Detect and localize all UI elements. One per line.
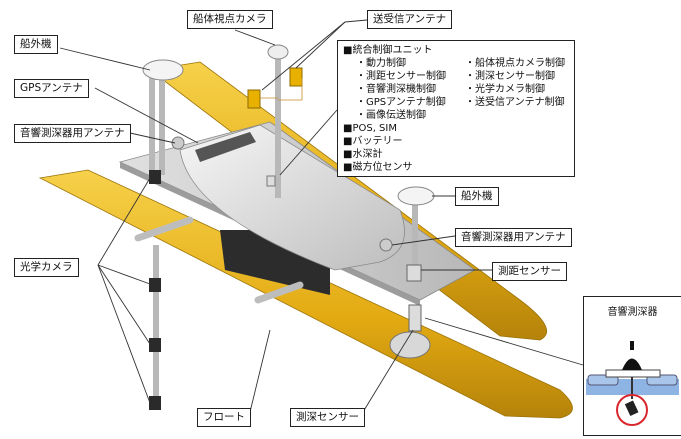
- label-hull-camera: 船体視点カメラ: [187, 10, 273, 29]
- sonar-antenna-right-head: [379, 238, 393, 252]
- poles: [149, 55, 418, 410]
- label-tx-rx-antenna: 送受信アンテナ: [367, 10, 453, 29]
- label-motor-top-left: 船外機: [14, 35, 58, 54]
- spec-extra-item: ■POS, SIM: [343, 123, 397, 134]
- leader-lines: [59, 19, 584, 413]
- spec-extra-item: ■磁方位センサ: [343, 162, 413, 173]
- spec-right-item: ・測深センサー制御: [465, 71, 555, 82]
- motor-dish-right: [397, 186, 435, 206]
- range-sensor-unit: [406, 264, 422, 282]
- control-unit-spec-box: ■統合制御ユニット ・動力制御 ・測距センサー制御 ・音響測深機制御 ・GPSア…: [337, 40, 575, 177]
- spec-left-item: ・動力制御: [356, 58, 406, 69]
- sonar-antenna-left-head: [171, 136, 185, 150]
- spec-left-item: ・測距センサー制御: [356, 71, 446, 82]
- spec-left-item: ・GPSアンテナ制御: [356, 97, 446, 108]
- spec-right-item: ・光学カメラ制御: [465, 84, 545, 95]
- label-optical-camera: 光学カメラ: [14, 258, 79, 277]
- spec-left-item: ・音響測深機制御: [356, 84, 436, 95]
- label-gps-antenna: GPSアンテナ: [14, 79, 89, 98]
- gps-mount-bar: [195, 132, 256, 162]
- spec-heading: ■統合制御ユニット: [343, 45, 433, 56]
- main-hull: [179, 124, 405, 271]
- spec-extra-item: ■バッテリー: [343, 136, 403, 147]
- inset-deck: [605, 369, 661, 378]
- label-depth-sensor: 測深センサー: [290, 408, 365, 427]
- label-motor-right: 船外機: [455, 187, 499, 206]
- inset-dome: [622, 358, 642, 370]
- cross-bars: [134, 216, 304, 304]
- inset-mast: [630, 341, 634, 350]
- small-box: [266, 175, 276, 187]
- inset-illustration: [586, 341, 679, 426]
- label-float: フロート: [197, 408, 251, 427]
- optical-cameras: [149, 170, 161, 410]
- inset-highlight-circle: [616, 394, 648, 426]
- label-sonar-antenna-left: 音響測深器用アンテナ: [14, 124, 131, 143]
- label-range-sensor: 測距センサー: [492, 262, 567, 281]
- spec-right-item: ・船体視点カメラ制御: [465, 58, 565, 69]
- motor-dish-left: [142, 59, 184, 81]
- label-sonar-antenna-right: 音響測深器用アンテナ: [455, 228, 572, 247]
- sonar-inset: 音響測深器: [583, 296, 681, 436]
- float-front: [38, 169, 573, 419]
- tx-rx-antenna-boxes: [247, 67, 303, 109]
- inset-title: 音響測深器: [607, 307, 658, 318]
- spec-right-item: ・送受信アンテナ制御: [465, 97, 565, 108]
- hull-camera-dome: [267, 44, 289, 60]
- spec-extra-item: ■水深計: [343, 149, 383, 160]
- spec-left-item: ・画像伝送制御: [356, 110, 426, 121]
- inset-sonar-head: [624, 400, 639, 417]
